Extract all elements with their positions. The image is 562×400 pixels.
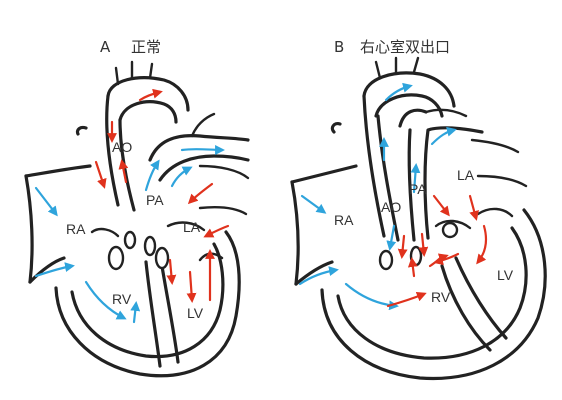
label-la-b: LA	[457, 167, 475, 183]
aortic-valve-a	[143, 235, 157, 257]
tricuspid-valve-a	[107, 245, 125, 271]
label-lv-a: LV	[187, 305, 204, 321]
panel-b-region-labels: AO PA RA LA RV LV	[334, 167, 514, 305]
label-rv-a: RV	[112, 291, 132, 307]
panel-b-dorv-heart: B 右心室双出口	[290, 38, 547, 381]
panel-a-title: 正常	[131, 38, 161, 56]
panel-b-heart-outline	[290, 56, 547, 381]
panel-a-region-labels: AO PA RA LA RV LV	[66, 139, 204, 321]
panel-a-normal-heart: A 正常	[24, 38, 250, 378]
label-pa-a: PA	[146, 192, 164, 208]
tricuspid-valve-b	[378, 249, 394, 271]
panel-a-blue-flow-arrows	[34, 145, 225, 324]
panel-a-red-flow-arrows	[94, 88, 230, 303]
label-ao-a: AO	[112, 139, 132, 155]
label-la-a: LA	[183, 219, 201, 235]
panel-b-letter: B	[334, 38, 344, 56]
panel-a-valves	[107, 230, 170, 271]
label-ra-b: RA	[334, 212, 354, 228]
panel-b-blue-flow-arrows	[298, 82, 457, 311]
label-ra-a: RA	[66, 221, 86, 237]
label-rv-b: RV	[431, 289, 451, 305]
pulmonary-valve-a	[123, 230, 137, 250]
panel-b-title: 右心室双出口	[360, 38, 450, 56]
panel-b-valves	[378, 221, 459, 271]
mitral-valve-b	[441, 221, 459, 239]
label-pa-b: PA	[409, 181, 427, 197]
panel-b-red-flow-arrows	[386, 194, 488, 308]
panel-a-heart-outline	[24, 60, 250, 378]
label-lv-b: LV	[497, 267, 514, 283]
label-ao-b: AO	[381, 199, 401, 215]
mitral-valve-a	[154, 246, 170, 270]
panel-a-letter: A	[100, 38, 111, 56]
